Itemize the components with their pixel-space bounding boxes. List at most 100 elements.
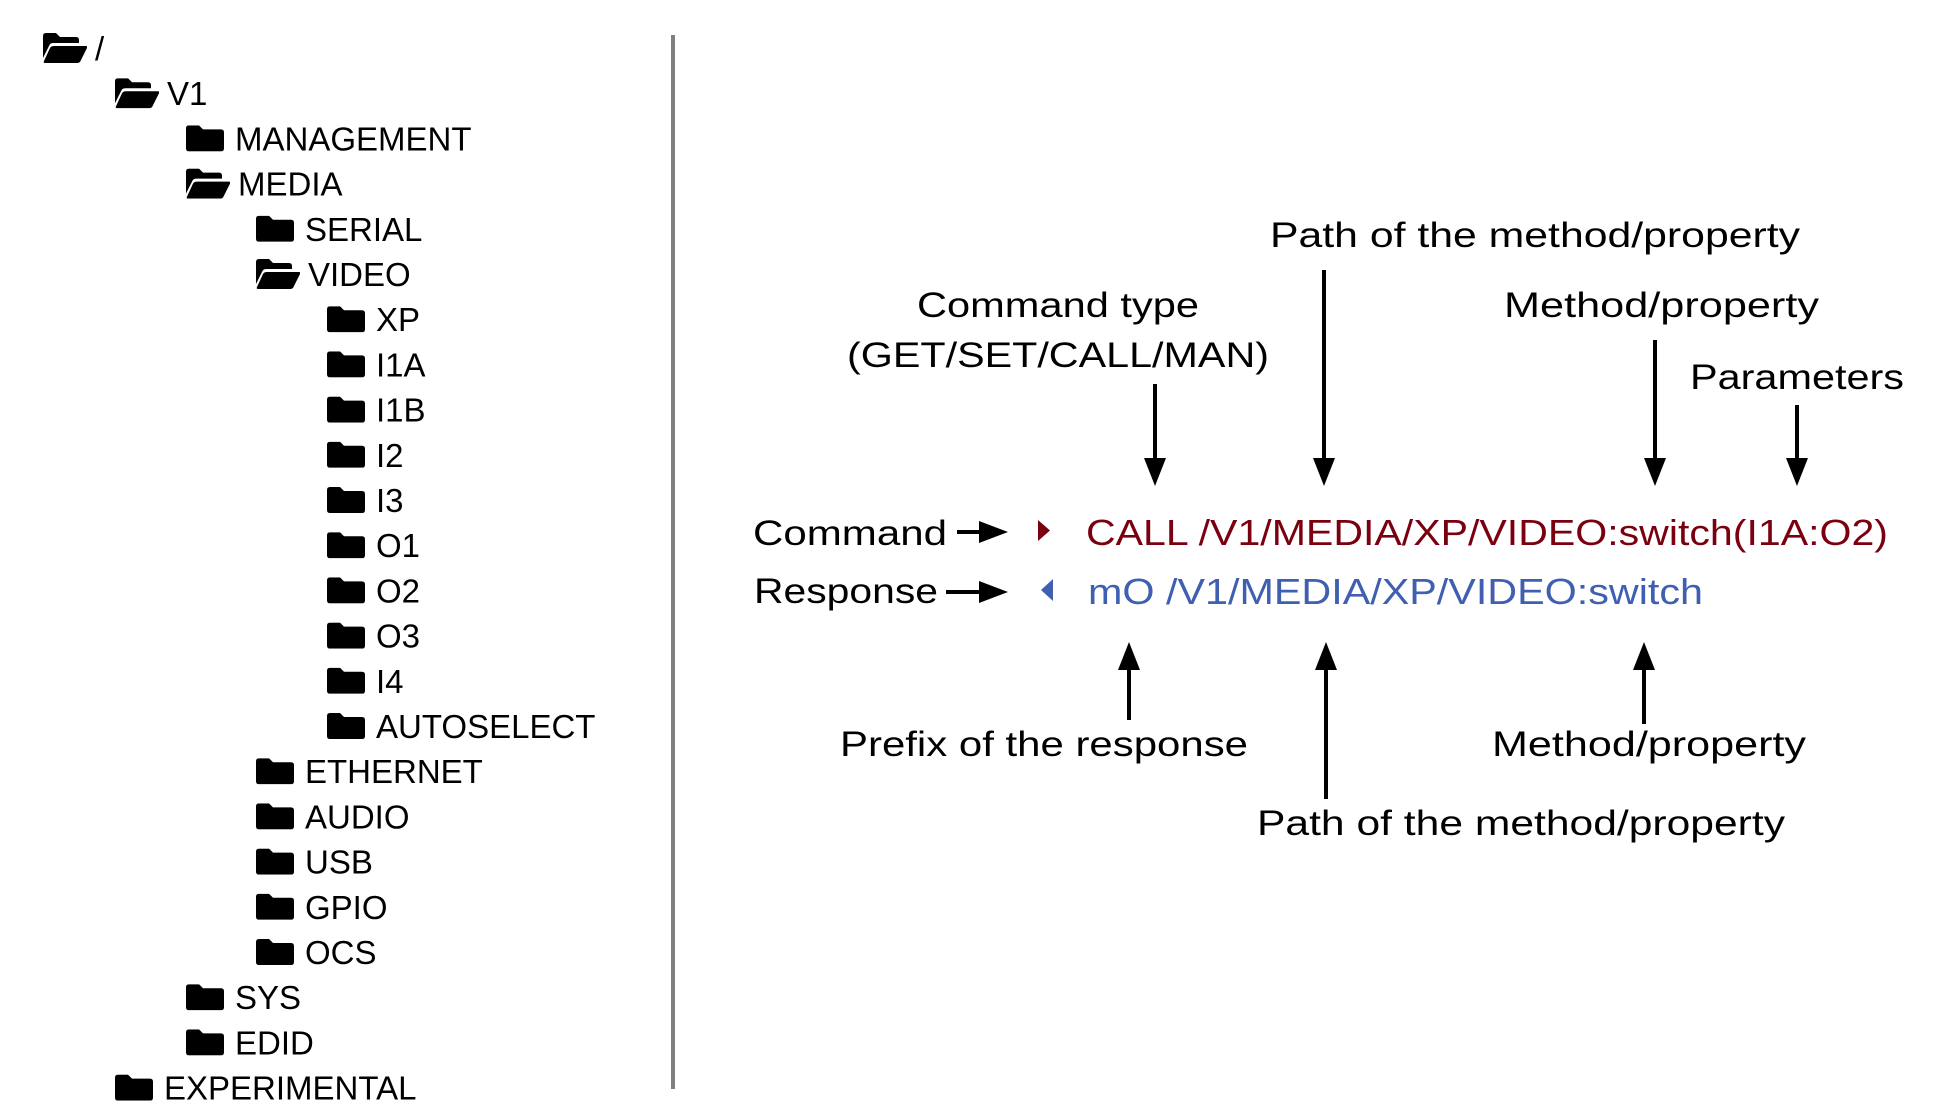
response-arrow (946, 581, 1008, 603)
vertical-divider (671, 35, 675, 1089)
tree-item-label: I1B (376, 392, 426, 429)
tree-item[interactable]: ETHERNET (256, 753, 483, 790)
tree-item[interactable]: I1B (327, 392, 426, 429)
folder-icon (256, 939, 294, 965)
tree-item-label: XP (376, 301, 420, 338)
tree-item-label: O1 (376, 527, 420, 564)
tree-item-label: ETHERNET (305, 753, 483, 790)
method-arrow-top (1644, 340, 1666, 486)
tree-item[interactable]: I1A (327, 346, 426, 383)
folder-icon (186, 984, 224, 1011)
top-annotations: Command type (GET/SET/CALL/MAN) Path of … (847, 216, 1904, 486)
tree-item[interactable]: USB (256, 844, 373, 881)
tree-item[interactable]: GPIO (256, 889, 388, 926)
path-arrow-top (1313, 270, 1335, 486)
path-arrow-bottom (1315, 642, 1337, 799)
tree-item[interactable]: AUDIO (256, 798, 410, 835)
command-arrow (957, 521, 1008, 543)
tree-item[interactable]: SERIAL (256, 211, 422, 248)
response-label: Response (754, 572, 938, 611)
tree-item[interactable]: SYS (186, 979, 301, 1016)
prefix-label: Prefix of the response (840, 725, 1248, 764)
tree-item-label: AUDIO (305, 798, 410, 835)
tree-item-label: MEDIA (238, 166, 343, 203)
folder-icon (327, 306, 365, 333)
method-label-top: Method/property (1504, 286, 1820, 325)
triangle-left-icon (1041, 579, 1053, 601)
folder-open-icon (256, 259, 300, 289)
parameters-label: Parameters (1690, 358, 1904, 397)
path-label-top: Path of the method/property (1270, 216, 1801, 255)
folder-icon (327, 532, 365, 559)
tree-item[interactable]: I4 (327, 663, 404, 700)
folder-icon (256, 803, 294, 830)
tree-item[interactable]: MEDIA (186, 166, 343, 203)
tree-item[interactable]: OCS (256, 934, 377, 971)
tree-item[interactable]: EXPERIMENTAL (115, 1070, 416, 1107)
tree-item-label: V1 (167, 75, 207, 112)
tree-item-label: I3 (376, 482, 404, 519)
tree-item-label: SYS (235, 979, 301, 1016)
command-type-arrow (1144, 384, 1166, 486)
tree-item[interactable]: O3 (327, 618, 420, 655)
command-text: CALL /V1/MEDIA/XP/VIDEO:switch(I1A:O2) (1086, 512, 1888, 553)
folder-icon (256, 893, 294, 920)
tree-item[interactable]: O2 (327, 572, 420, 609)
tree-item[interactable]: V1 (115, 75, 207, 112)
command-type-values-label: (GET/SET/CALL/MAN) (847, 336, 1269, 375)
command-label: Command (753, 514, 947, 553)
response-text: mO /V1/MEDIA/XP/VIDEO:switch (1088, 571, 1703, 612)
parameters-arrow (1786, 405, 1808, 486)
folder-icon (186, 125, 224, 152)
tree-item-label: / (95, 30, 105, 67)
folder-icon (327, 622, 365, 649)
tree-item[interactable]: XP (327, 301, 420, 338)
folder-icon (327, 351, 365, 378)
folder-icon (327, 667, 365, 694)
folder-icon (115, 1074, 153, 1101)
tree-item[interactable]: AUTOSELECT (327, 708, 595, 745)
folder-open-icon (186, 168, 230, 199)
method-arrow-bottom (1633, 642, 1655, 724)
folder-icon (327, 577, 365, 604)
tree-item[interactable]: I2 (327, 437, 404, 474)
folder-icon (256, 758, 294, 785)
tree-item-label: MANAGEMENT (235, 120, 472, 157)
tree-item-label: GPIO (305, 889, 388, 926)
prefix-arrow (1118, 642, 1140, 720)
tree-item-label: I1A (376, 346, 426, 383)
folder-icon (327, 713, 365, 739)
tree-item[interactable]: VIDEO (256, 256, 411, 293)
path-label-bottom: Path of the method/property (1257, 804, 1786, 843)
tree-item-label: OCS (305, 934, 377, 971)
command-type-label: Command type (917, 286, 1199, 325)
folder-icon (186, 1029, 224, 1056)
folder-icon (327, 396, 365, 423)
method-label-bottom: Method/property (1492, 725, 1807, 764)
tree-item[interactable]: / (43, 30, 105, 67)
tree-item-label: I2 (376, 437, 404, 474)
response-row: Response mO /V1/MEDIA/XP/VIDEO:switch (754, 571, 1703, 612)
tree-item-label: O3 (376, 618, 420, 655)
tree-item-label: I4 (376, 663, 404, 700)
tree-item-label: AUTOSELECT (376, 708, 595, 745)
tree-item[interactable]: MANAGEMENT (186, 120, 472, 157)
triangle-right-icon (1038, 520, 1050, 541)
tree-item-label: SERIAL (305, 211, 422, 248)
folder-icon (256, 848, 294, 875)
tree-item[interactable]: EDID (186, 1024, 314, 1061)
folder-icon (327, 441, 365, 468)
tree-item-label: EDID (235, 1024, 314, 1061)
tree-item-label: VIDEO (308, 256, 411, 293)
folder-open-icon (115, 78, 159, 109)
tree-item-label: EXPERIMENTAL (164, 1070, 416, 1107)
folder-icon (256, 215, 294, 242)
tree-item[interactable]: O1 (327, 527, 420, 564)
command-row: Command CALL /V1/MEDIA/XP/VIDEO:switch(I… (753, 512, 1888, 553)
tree-item[interactable]: I3 (327, 482, 404, 519)
bottom-annotations: Prefix of the response Method/property P… (840, 642, 1807, 843)
tree-item-label: USB (305, 844, 373, 881)
tree-item-label: O2 (376, 572, 420, 609)
